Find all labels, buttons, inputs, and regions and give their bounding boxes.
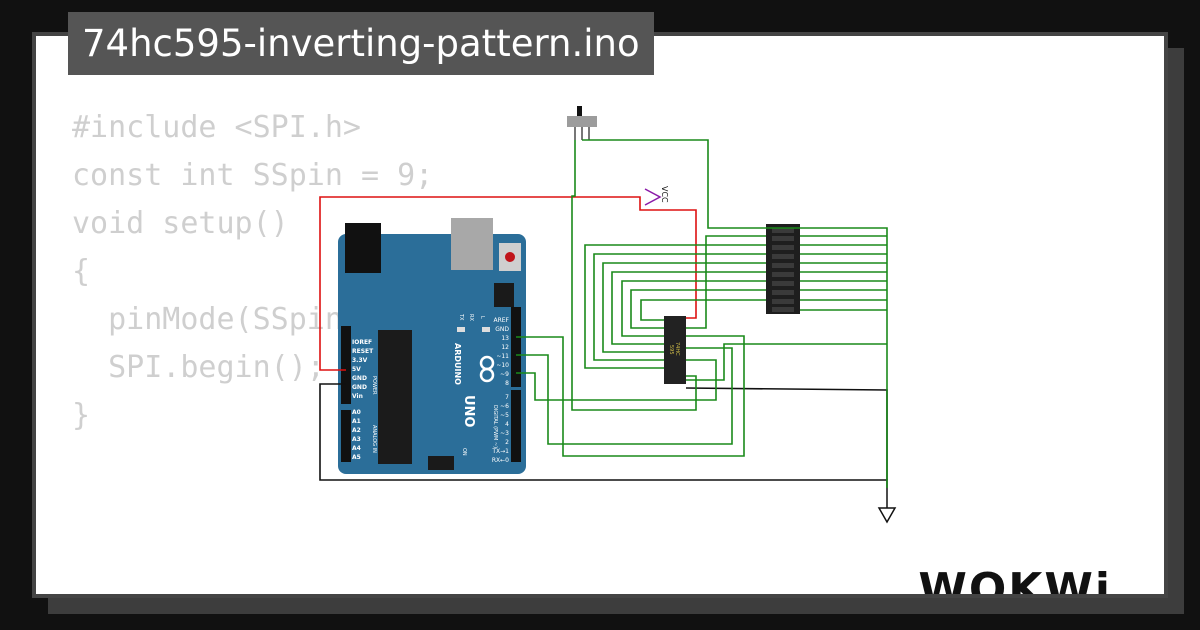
vcc-symbol: VCC <box>644 186 669 206</box>
pin-label: ~11 <box>496 353 509 360</box>
on-label: ON <box>461 448 467 456</box>
pin-label: A3 <box>352 436 361 443</box>
analog-pin-labels: A0 A1 A2 A3 A4 A5 <box>352 409 361 461</box>
wokwi-logo: WOKWi <box>918 564 1112 598</box>
wire-led-gnd <box>686 343 887 381</box>
code-line: { <box>72 254 91 289</box>
vcc-label: VCC <box>660 186 669 203</box>
pin-label: A0 <box>352 409 361 416</box>
wire-q <box>686 235 766 329</box>
analog-header <box>341 410 351 462</box>
pin-label: 12 <box>501 344 509 351</box>
pin-label: ~10 <box>496 362 509 369</box>
tx-label: TX <box>458 313 464 321</box>
wire-d13 <box>516 335 745 457</box>
pin-label: 13 <box>501 335 509 342</box>
icsp-header-2 <box>428 456 454 470</box>
power-header-label: POWER <box>371 376 377 395</box>
pin-label: GND <box>495 326 509 333</box>
code-line: void setup() <box>72 206 289 241</box>
code-line: #include <SPI.h> <box>72 110 361 145</box>
pin-label: ~5 <box>500 412 509 419</box>
l-led <box>482 327 490 332</box>
power-jack <box>345 223 381 273</box>
shift-register-chip: 74HC 595 <box>664 316 686 384</box>
wire-q <box>584 244 766 369</box>
arduino-uno-board: ARDUINO UNO ON TX RX L POWER ANALOG IN D… <box>338 218 526 474</box>
code-line: const int SSpin = 9; <box>72 158 434 193</box>
pin-label: A4 <box>352 445 361 452</box>
reset-button-cap <box>505 252 515 262</box>
pin-label: 2 <box>505 439 509 446</box>
analog-header-label: ANALOG IN <box>371 425 377 453</box>
rx-label: RX <box>468 314 474 321</box>
l-label: L <box>479 316 485 319</box>
circuit-diagram: ARDUINO UNO ON TX RX L POWER ANALOG IN D… <box>319 106 897 524</box>
wire-d9 <box>516 359 717 401</box>
microcontroller-chip <box>378 330 412 464</box>
ground-symbol <box>877 488 897 524</box>
wire-q <box>602 262 766 353</box>
arduino-model-label: UNO <box>461 395 476 428</box>
tx-led <box>457 327 465 332</box>
wire-q <box>621 280 766 337</box>
pin-label: ~3 <box>500 430 509 437</box>
digital-pin-labels: AREF GND 13 12 ~11 ~10 ~9 8 7 ~6 ~5 4 ~3… <box>491 317 509 464</box>
wire-q <box>640 299 766 321</box>
led-bar-graph <box>766 224 800 314</box>
wire-q <box>630 289 766 329</box>
pin-label: 7 <box>505 394 509 401</box>
pin-label: 5V <box>352 366 361 373</box>
power-pin-labels: IOREF RESET 3.3V 5V GND GND Vin <box>352 339 374 400</box>
digital-header-bottom <box>511 390 521 462</box>
pin-label: AREF <box>493 317 509 324</box>
project-title[interactable]: 74hc595-inverting-pattern.ino <box>68 12 654 75</box>
pin-label: ~6 <box>500 403 509 410</box>
project-card[interactable]: #include <SPI.h> const int SSpin = 9; void… <box>32 32 1168 598</box>
pin-label: A1 <box>352 418 361 425</box>
chip-label: 595 <box>668 345 674 355</box>
pin-label: 3.3V <box>352 357 368 364</box>
wire-q <box>593 253 766 361</box>
digital-header-label: DIGITAL (PWM ~) <box>492 405 498 448</box>
usb-port <box>451 218 493 270</box>
code-preview: #include <SPI.h> const int SSpin = 9; void… <box>72 104 524 440</box>
pin-label: 8 <box>505 380 509 387</box>
wire-q <box>611 271 766 345</box>
slide-switch <box>567 106 597 140</box>
icsp-header <box>494 283 514 307</box>
code-line: SPI.begin(); <box>72 350 325 385</box>
pin-label: GND <box>352 384 367 391</box>
wire-switch-2 <box>571 140 697 411</box>
pin-label: A5 <box>352 454 361 461</box>
digital-header-top <box>511 307 521 387</box>
pin-label: GND <box>352 375 367 382</box>
wire-d11 <box>516 347 733 445</box>
pin-label: ~9 <box>500 371 509 378</box>
arduino-logo <box>479 355 495 383</box>
pin-label: 4 <box>505 421 509 428</box>
pin-label: RESET <box>352 348 374 355</box>
arduino-brand-label: ARDUINO <box>453 343 462 385</box>
wire-gnd-2 <box>685 387 888 480</box>
pin-label: RX←0 <box>492 457 509 464</box>
pin-label: A2 <box>352 427 361 434</box>
chip-label: 74HC <box>674 342 680 356</box>
pin-label: IOREF <box>352 339 372 346</box>
wires <box>319 139 888 488</box>
pin-label: Vin <box>352 393 363 400</box>
pin-label: TX→1 <box>491 448 509 455</box>
code-line: } <box>72 398 91 433</box>
power-header <box>341 326 351 404</box>
wire-switch <box>582 139 888 488</box>
